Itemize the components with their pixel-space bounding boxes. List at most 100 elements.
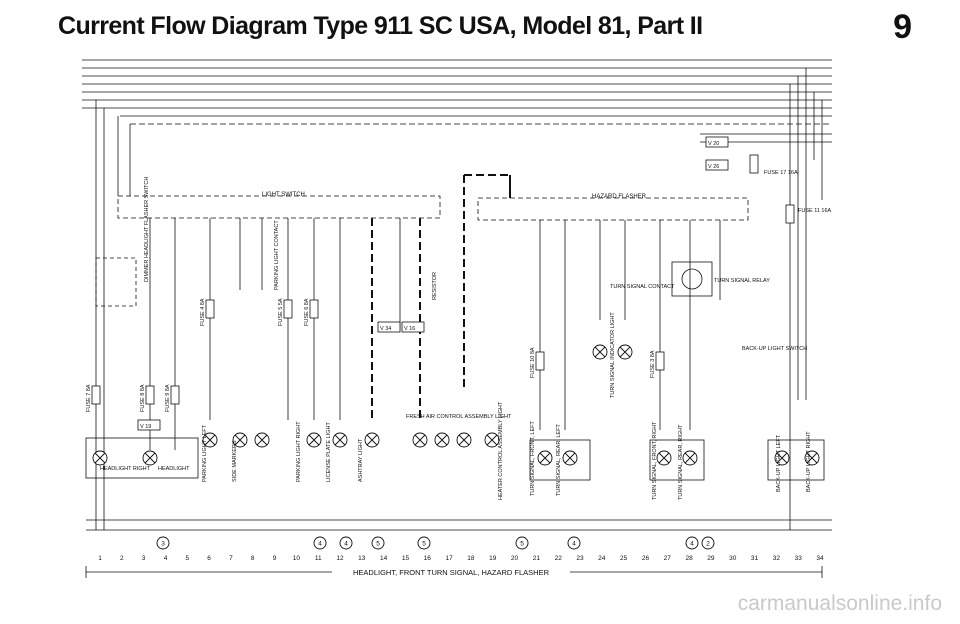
track-number: 34: [816, 555, 824, 562]
connector-label: V 16: [404, 326, 415, 332]
lamp-icon: [562, 450, 578, 466]
turn-signal-rear-left-label: TURN SIGNAL, REAR, LEFT: [556, 424, 562, 496]
lamp-icon: [254, 432, 270, 448]
vertical-labels: DIMMER HEADLIGHT FLASHER SWITCH PARKING …: [86, 177, 812, 500]
bus-lines: [82, 59, 832, 143]
track-number: 15: [402, 555, 410, 562]
lamp-icon: [617, 344, 633, 360]
ground-marker-icon: [313, 536, 327, 550]
page-number: 9: [893, 8, 912, 46]
connector-v34: [377, 321, 401, 333]
track-number: 4: [164, 555, 168, 562]
track-number: 8: [251, 555, 255, 562]
rear-signal-frame: [649, 439, 705, 481]
fuse-icon: [749, 154, 759, 174]
ground-marker-icon: [156, 536, 170, 550]
fuse-17-label: FUSE 17 16A: [764, 170, 798, 176]
ground-number: 4: [344, 541, 348, 548]
fuse-6-label: FUSE 6 8A: [304, 298, 310, 326]
connector-label: V 34: [380, 326, 391, 332]
ground-marker-icon: [515, 536, 529, 550]
track-number: 16: [424, 555, 432, 562]
fuse-7-label: FUSE 7 8A: [86, 384, 92, 412]
turn-signal-relay-label: TURN SIGNAL RELAY: [714, 278, 770, 284]
track-number: 27: [664, 555, 672, 562]
dimmer-switch-box: [95, 257, 137, 307]
backup-light-left-label: BACK-UP LIGHT LEFT: [776, 434, 782, 492]
light-switch-label: LIGHT SWITCH: [262, 192, 305, 198]
parking-light-left-label: PARKING LIGHT LEFT: [202, 424, 208, 482]
fuse-icon: [91, 385, 101, 405]
track-number: 11: [315, 555, 322, 562]
ground-number: 5: [376, 541, 380, 548]
lamp-icon: [592, 344, 608, 360]
track-number: 13: [358, 555, 366, 562]
hazard-flasher-label: HAZARD FLASHER: [592, 194, 647, 200]
ground-number: 4: [572, 541, 576, 548]
track-number: 23: [576, 555, 584, 562]
ground-number: 4: [690, 541, 694, 548]
fresh-air-control-label: FRESH AIR CONTROL ASSEMBLY LIGHT: [406, 414, 512, 420]
fuse-icon: [170, 385, 180, 405]
diagram-caption: HEADLIGHT, FRONT TURN SIGNAL, HAZARD FLA…: [353, 568, 550, 577]
page-title: Current Flow Diagram Type 911 SC USA, Mo…: [58, 12, 703, 40]
lamp-icon: [364, 432, 380, 448]
fuse-icon: [655, 351, 665, 371]
lamp-icon: [434, 432, 450, 448]
track-number: 32: [773, 555, 781, 562]
ground-number: 5: [520, 541, 524, 548]
connector-label: V 26: [708, 164, 719, 170]
parking-light-right-label: PARKING LIGHT RIGHT: [296, 421, 302, 482]
fuse-11-label: FUSE 11 16A: [798, 208, 832, 214]
ground-marker-icon: [371, 536, 385, 550]
fuse-icon: [535, 351, 545, 371]
track-number: 6: [207, 555, 211, 562]
fuse-5-label: FUSE 5 5A: [278, 298, 284, 326]
lamp-icon: [456, 432, 472, 448]
lamp-icon: [92, 450, 108, 466]
track-number: 20: [511, 555, 519, 562]
track-number: 12: [336, 555, 344, 562]
ground-marker-icon: [685, 536, 699, 550]
track-number: 25: [620, 555, 628, 562]
lamp-icon: [202, 432, 218, 448]
lamp-icon: [232, 432, 248, 448]
lamp-icon: [656, 450, 672, 466]
connector-v16: [401, 321, 425, 333]
lamp-icon: [774, 450, 790, 466]
fuse-10-label: FUSE 10 8A: [530, 347, 536, 378]
watermark: carmanualsonline.info: [737, 592, 942, 615]
track-number: 14: [380, 555, 388, 562]
license-plate-light-label: LICENSE PLATE LIGHT: [326, 422, 332, 482]
fuse-9-label: FUSE 9 8A: [165, 384, 171, 412]
track-number: 24: [598, 555, 606, 562]
ground-number: 3: [161, 541, 165, 548]
lamp-icon: [537, 450, 553, 466]
connector-v19: [137, 419, 161, 431]
track-number: 28: [685, 555, 693, 562]
lamp-icon: [682, 450, 698, 466]
track-number: 2: [120, 555, 124, 562]
lamp-icon: [142, 450, 158, 466]
turn-signal-relay-box: [671, 261, 713, 297]
lamp-icon: [332, 432, 348, 448]
connector-v26: [705, 159, 729, 171]
track-number: 26: [642, 555, 650, 562]
track-number: 17: [445, 555, 453, 562]
track-number: 22: [555, 555, 563, 562]
turn-signal-rear-right-label: TURN SIGNAL, REAR, RIGHT: [678, 424, 684, 500]
connector-v20: [705, 136, 729, 148]
track-number: 9: [273, 555, 277, 562]
track-number: 5: [185, 555, 189, 562]
backup-light-switch-label: BACK-UP LIGHT SWITCH: [742, 346, 807, 352]
track-number: 18: [467, 555, 475, 562]
track-number: 31: [751, 555, 759, 562]
relay-symbol-icon: [681, 268, 703, 290]
heater-control-light-label: HEATER CONTROL ASSEMBLY LIGHT: [498, 401, 504, 500]
dimmer-switch-label: DIMMER HEADLIGHT FLASHER SWITCH: [144, 177, 150, 282]
turn-signal-indicator-label: TURN SIGNAL INDICATOR LIGHT: [610, 312, 616, 398]
ground-marker-icon: [417, 536, 431, 550]
track-number: 7: [229, 555, 233, 562]
